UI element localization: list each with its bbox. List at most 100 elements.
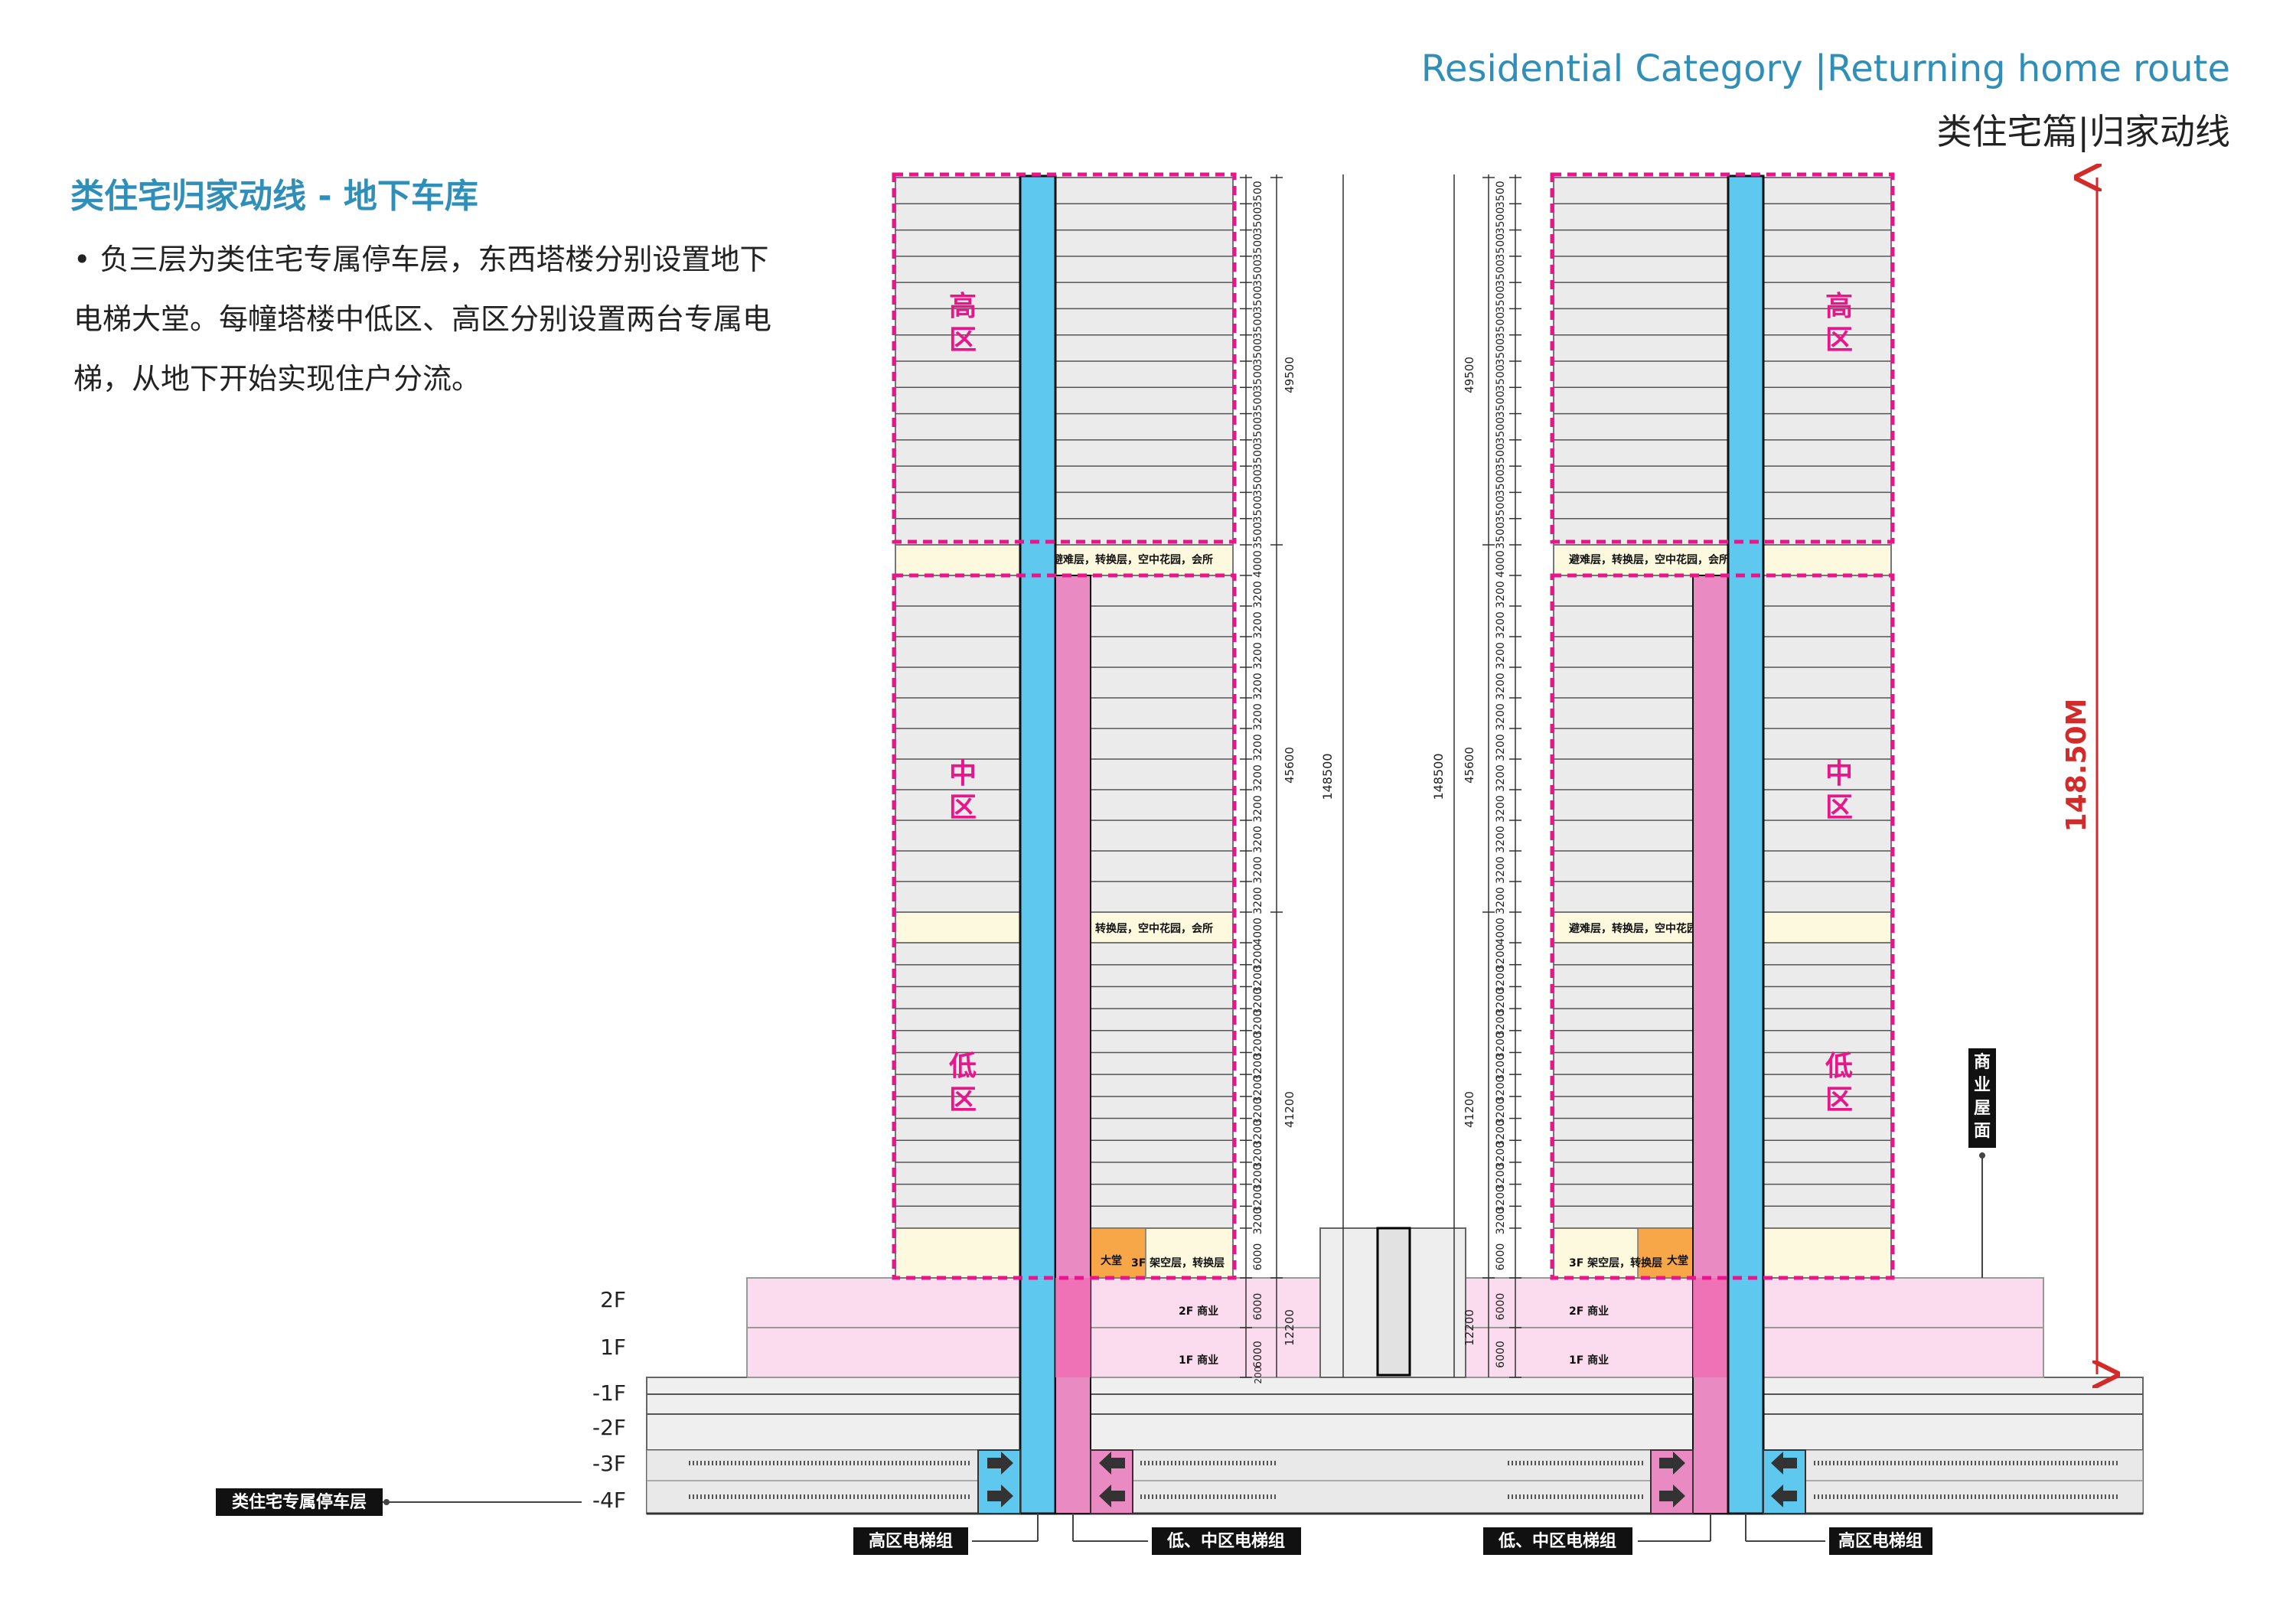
zone-border-lowmid-east xyxy=(1550,573,1895,1280)
svg-text:4000: 4000 xyxy=(1495,917,1507,945)
svg-text:3200: 3200 xyxy=(1495,795,1507,823)
zone-border-high-west xyxy=(892,172,1237,544)
elevator-group-lowmid-west: 低、中区电梯组 xyxy=(1166,1531,1285,1551)
svg-text:3500: 3500 xyxy=(1495,522,1507,549)
refuge-label-east-upper: 避难层，转换层，空中花园，会所 xyxy=(1569,553,1730,566)
svg-text:3200: 3200 xyxy=(1495,673,1507,700)
zone-label-high-west: 高区 xyxy=(949,291,977,356)
svg-text:6000: 6000 xyxy=(1495,1293,1507,1321)
svg-text:3200: 3200 xyxy=(1495,856,1507,884)
zone-label-high-east: 高区 xyxy=(1825,291,1853,356)
svg-text:3500: 3500 xyxy=(1495,181,1507,208)
svg-text:3500: 3500 xyxy=(1495,443,1507,471)
svg-text:3200: 3200 xyxy=(1252,944,1264,972)
total-height-label: 148.50M xyxy=(2061,699,2092,833)
arrow-right-icon xyxy=(987,1452,1013,1475)
svg-text:41200: 41200 xyxy=(1283,1091,1296,1128)
svg-text:3200: 3200 xyxy=(1252,642,1264,670)
svg-text:148500: 148500 xyxy=(1320,753,1335,800)
svg-text:3200: 3200 xyxy=(1252,856,1264,884)
svg-text:3500: 3500 xyxy=(1252,285,1264,313)
svg-text:3500: 3500 xyxy=(1252,312,1264,340)
svg-text:3500: 3500 xyxy=(1252,469,1264,497)
svg-text:12200: 12200 xyxy=(1283,1309,1296,1346)
svg-text:3200: 3200 xyxy=(1252,1076,1264,1103)
podium-2f-label-east: 2F 商业 xyxy=(1569,1305,1609,1318)
svg-text:3200: 3200 xyxy=(1495,1097,1507,1125)
svg-text:3200: 3200 xyxy=(1495,764,1507,792)
center-core xyxy=(1319,1227,1466,1378)
svg-text:3500: 3500 xyxy=(1252,391,1264,419)
svg-text:3200: 3200 xyxy=(1252,1054,1264,1081)
svg-text:3500: 3500 xyxy=(1252,207,1264,235)
svg-text:3200: 3200 xyxy=(1252,1163,1264,1191)
commercial-roof-tag: 商业屋面 xyxy=(1968,1048,1996,1278)
commercial-roof-label: 商业屋面 xyxy=(1974,1052,1991,1141)
svg-text:3500: 3500 xyxy=(1252,233,1264,261)
lobby-east xyxy=(1637,1227,1694,1279)
svg-text:3200: 3200 xyxy=(1252,611,1264,639)
svg-text:3200: 3200 xyxy=(1495,734,1507,761)
zone-label-mid-east: 中区 xyxy=(1825,758,1853,823)
svg-text:3200: 3200 xyxy=(1495,988,1507,1015)
svg-text:49500: 49500 xyxy=(1283,357,1296,393)
svg-text:3500: 3500 xyxy=(1252,496,1264,523)
svg-text:6000: 6000 xyxy=(1252,1341,1264,1368)
dimension-lines: 3500350035003500350035003500350035003500… xyxy=(1240,174,1521,1383)
svg-text:3500: 3500 xyxy=(1495,338,1507,366)
zone-label-low-west: 低区 xyxy=(949,1051,977,1116)
svg-text:3200: 3200 xyxy=(1495,887,1507,914)
svg-text:3200: 3200 xyxy=(1495,966,1507,993)
svg-text:3200: 3200 xyxy=(1252,1142,1264,1169)
floor-label-2f: 2F xyxy=(600,1287,626,1312)
floor-label-b2: -2F xyxy=(592,1415,626,1440)
zone-label-low-east: 低区 xyxy=(1825,1051,1853,1116)
svg-text:3200: 3200 xyxy=(1495,703,1507,731)
svg-text:3200: 3200 xyxy=(1252,703,1264,731)
svg-text:3500: 3500 xyxy=(1495,312,1507,340)
svg-text:3200: 3200 xyxy=(1252,581,1264,608)
svg-text:3200: 3200 xyxy=(1495,1207,1507,1235)
svg-text:45600: 45600 xyxy=(1283,747,1296,784)
svg-text:3500: 3500 xyxy=(1252,443,1264,471)
svg-text:3200: 3200 xyxy=(1495,611,1507,639)
svg-text:3200: 3200 xyxy=(1495,1163,1507,1191)
lobby-label-east: 大堂 xyxy=(1667,1254,1688,1267)
svg-text:3500: 3500 xyxy=(1495,496,1507,523)
svg-text:3200: 3200 xyxy=(1495,1142,1507,1169)
floor-labels: 2F 1F -1F -2F -3F -4F xyxy=(592,1287,626,1513)
floor-label-1f: 1F xyxy=(600,1335,626,1360)
elevator-group-tags: 高区电梯组 低、中区电梯组 低、中区电梯组 高区电梯组 xyxy=(853,1514,1932,1555)
svg-text:3200: 3200 xyxy=(1495,581,1507,608)
svg-text:4000: 4000 xyxy=(1495,550,1507,578)
svg-text:3200: 3200 xyxy=(1252,1185,1264,1213)
svg-text:200: 200 xyxy=(1253,1367,1264,1384)
parking-tag-label: 类住宅专属停车层 xyxy=(232,1492,367,1512)
svg-text:3200: 3200 xyxy=(1495,1119,1507,1147)
header-title-cn: 类住宅篇|归家动线 xyxy=(1936,111,2231,152)
svg-text:3200: 3200 xyxy=(1252,1207,1264,1235)
basement xyxy=(646,1377,2144,1515)
arrow-right-icon xyxy=(1659,1452,1685,1475)
refuge-label-east-lower: 避难层，转换层，空中花园，会所 xyxy=(1569,922,1730,935)
svg-text:3200: 3200 xyxy=(1252,988,1264,1015)
svg-text:3200: 3200 xyxy=(1495,944,1507,972)
arrow-left-icon xyxy=(1099,1452,1125,1475)
zone-borders xyxy=(892,172,1895,1280)
svg-text:3500: 3500 xyxy=(1495,233,1507,261)
svg-text:6000: 6000 xyxy=(1495,1243,1507,1271)
svg-text:3500: 3500 xyxy=(1495,417,1507,445)
stilt-label-west: 3F 架空层，转换层 xyxy=(1131,1256,1225,1269)
svg-text:3200: 3200 xyxy=(1252,795,1264,823)
lobby-west xyxy=(1090,1227,1146,1279)
arrow-right-icon xyxy=(987,1484,1013,1507)
elevator-group-lowmid-east: 低、中区电梯组 xyxy=(1498,1531,1616,1551)
svg-text:3200: 3200 xyxy=(1252,826,1264,853)
high-shaft-west xyxy=(1019,174,1057,1515)
svg-text:3200: 3200 xyxy=(1495,1054,1507,1081)
svg-text:3200: 3200 xyxy=(1252,734,1264,761)
stilt-label-east: 3F 架空层，转换层 xyxy=(1569,1256,1662,1269)
floor-label-b3: -3F xyxy=(592,1451,626,1476)
svg-text:3500: 3500 xyxy=(1495,469,1507,497)
svg-text:3500: 3500 xyxy=(1252,259,1264,287)
